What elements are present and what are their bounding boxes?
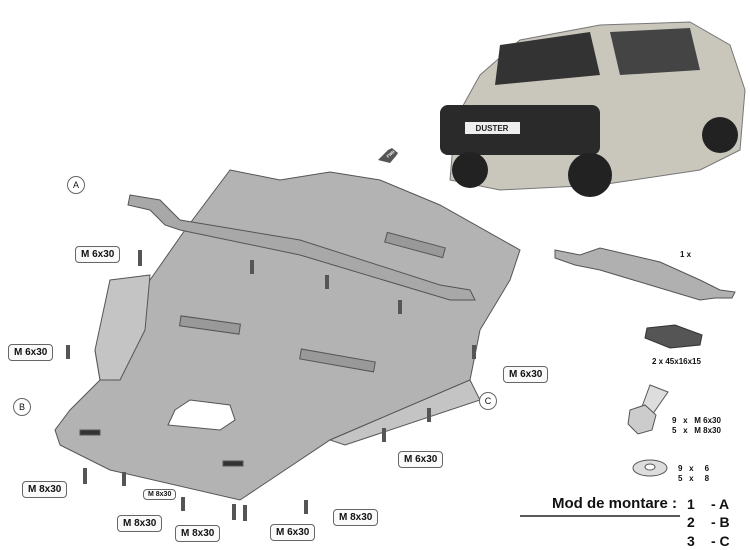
mounting-letter: - B [711, 514, 730, 530]
mounting-row: 2 - B [687, 514, 730, 530]
fwd-arrow-icon: FWD [378, 148, 398, 163]
bolt-label: M 6x30 [75, 246, 121, 263]
bracket-part [554, 247, 736, 301]
fwd-label: FWD [385, 149, 395, 159]
bolt-spec: 9 x M 6x30 [672, 416, 721, 425]
washer-icon [632, 459, 668, 477]
callout-a: A [67, 176, 85, 194]
bolt-label: M 8x30 [22, 481, 68, 498]
bolt-label: M 6x30 [398, 451, 444, 468]
skid-plate [54, 169, 521, 501]
bolt-spec: 5 x M 8x30 [672, 426, 721, 435]
mounting-num: 2 [687, 514, 695, 530]
washer-spec: 9 x 6 [678, 464, 710, 473]
bolts [66, 250, 476, 521]
car-badge: DUSTER [476, 124, 509, 133]
bolt-label: M 8x30 [333, 509, 379, 526]
washer-spec: 5 x 8 [678, 474, 710, 483]
car-image: DUSTER [440, 21, 746, 197]
bolt-label: M 6x30 [503, 366, 549, 383]
bolt-label: M 6x30 [270, 524, 316, 541]
mounting-row: 1 - A [687, 496, 729, 512]
bolt-label: M 8x30 [117, 515, 163, 532]
callout-b: B [13, 398, 31, 416]
bolt-label: M 8x30 [175, 525, 221, 542]
bolt-label: M 6x30 [8, 344, 54, 361]
bolt-icon [627, 384, 669, 435]
bolt-label: M 8x30 [143, 489, 177, 500]
mounting-title: Mod de montare : [552, 495, 678, 512]
mounting-row: 3 - C [687, 533, 730, 549]
mounting-num: 1 [687, 496, 695, 512]
mounting-letter: - C [711, 533, 730, 549]
bracket-qty: 1 x [680, 250, 692, 259]
spacer-spec: 2 x 45x16x15 [652, 357, 701, 366]
mounting-num: 3 [687, 533, 695, 549]
callout-c: C [479, 392, 497, 410]
mounting-letter: - A [711, 496, 730, 512]
spacer-part [644, 324, 703, 349]
